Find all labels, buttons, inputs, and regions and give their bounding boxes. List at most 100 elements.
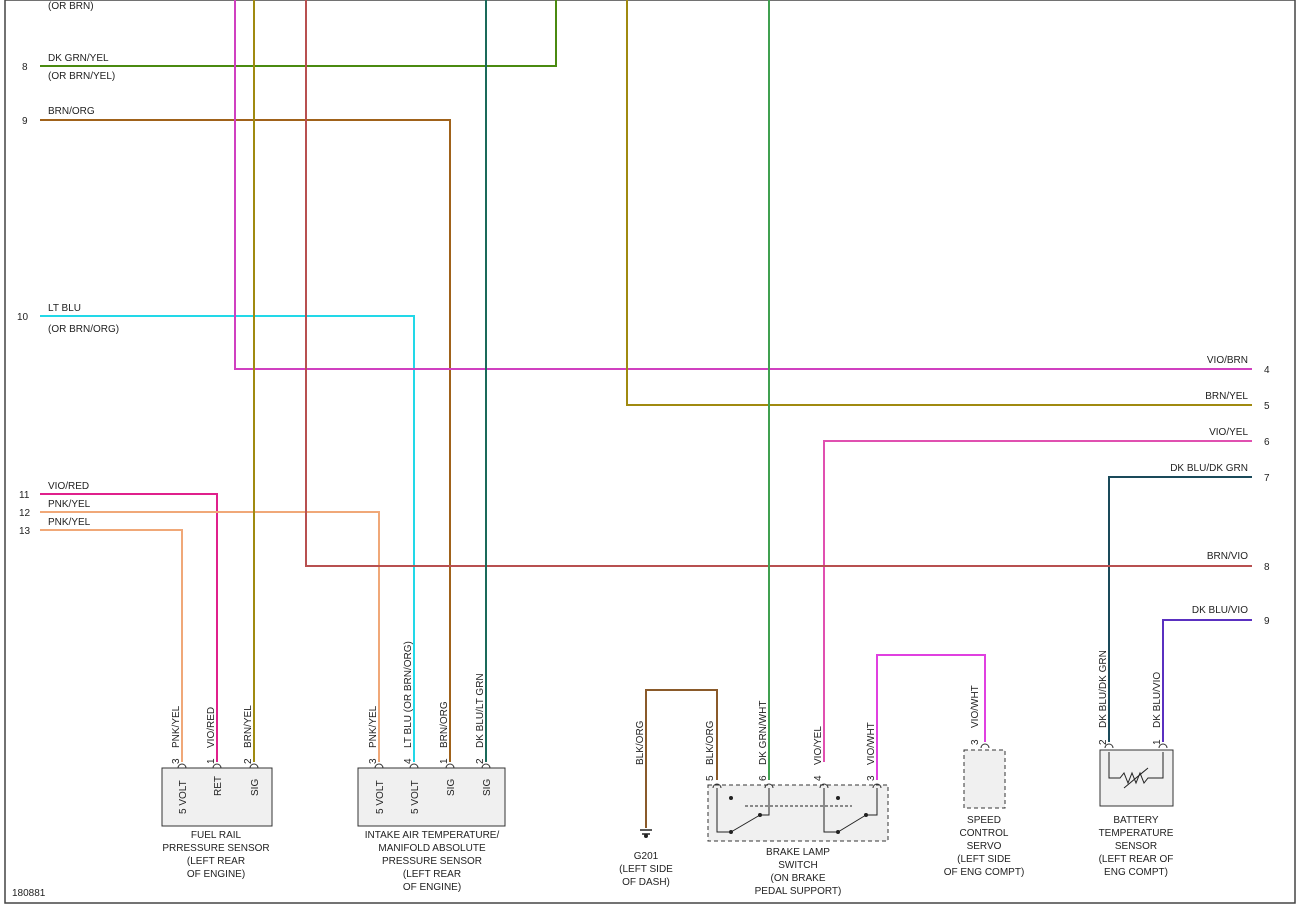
- wire-dk-blu-vio: [1162, 619, 1252, 742]
- pin-wire-label: LT BLU (OR BRN/ORG): [403, 641, 414, 748]
- pin-number: 3: [970, 739, 981, 745]
- pin-function: RET: [213, 776, 224, 796]
- terminal: [445, 763, 455, 769]
- switch-node: [864, 813, 868, 817]
- component-name: FUEL RAIL: [191, 830, 242, 841]
- switch-contact: [760, 788, 770, 816]
- wire-color-label: PNK/YEL: [48, 517, 91, 528]
- iat-map-sensor: PNK/YEL 3 LT BLU (OR BRN/ORG) 4 BRN/ORG …: [357, 641, 506, 893]
- switch-contact: [716, 788, 731, 833]
- ground-location: (LEFT SIDE: [619, 864, 673, 875]
- terminal: [481, 763, 491, 769]
- pin-number: 3: [171, 758, 182, 764]
- component-name: CONTROL: [960, 828, 1009, 839]
- pin-function: SIG: [250, 779, 261, 796]
- pin-number: 3: [866, 775, 877, 781]
- pin-number: 11: [19, 490, 30, 501]
- wire-color-label: DK BLU/VIO: [1192, 605, 1248, 616]
- terminal: [374, 763, 384, 769]
- pin-wire-label: VIO/WHT: [970, 685, 981, 728]
- component-location: OF ENG COMPT): [944, 867, 1025, 878]
- wire-alt-label: (OR BRN/YEL): [48, 71, 115, 82]
- wire-vio-red: [40, 493, 218, 762]
- switch-node: [729, 830, 733, 834]
- pin-number: 9: [1264, 616, 1270, 627]
- wire-color-label: PNK/YEL: [48, 499, 91, 510]
- pin-number: 6: [758, 775, 769, 781]
- pin-function: 5 VOLT: [375, 780, 386, 814]
- component-name: SPEED: [967, 815, 1001, 826]
- pin-wire-label: BLK/ORG: [705, 720, 716, 765]
- pin-number: 1: [206, 758, 217, 764]
- pin-number: 2: [475, 758, 486, 764]
- component-name: TEMPERATURE: [1099, 828, 1174, 839]
- wire-brn-yel-right: [626, 0, 1252, 406]
- component-name: BATTERY: [1113, 815, 1159, 826]
- wire-pnk-yel-12: [40, 511, 380, 762]
- switch-node: [836, 830, 840, 834]
- wire-color-label: VIO/YEL: [1209, 427, 1248, 438]
- pin-number: 13: [19, 526, 31, 537]
- pin-number: 1: [1152, 739, 1163, 745]
- pin-number: 4: [403, 758, 414, 764]
- switch-arm: [730, 814, 761, 833]
- pin-wire-label: DK GRN/WHT: [758, 701, 769, 765]
- pin-number: 9: [22, 116, 28, 127]
- component-name: MANIFOLD ABSOLUTE: [378, 843, 486, 854]
- pin-number: 12: [19, 508, 31, 519]
- wire-color-label: DK BLU/DK GRN: [1170, 463, 1248, 474]
- pin-number: 1: [439, 758, 450, 764]
- pin-wire-label: VIO/RED: [206, 707, 217, 748]
- thermistor-icon: [1108, 752, 1164, 785]
- switch-arm: [837, 814, 867, 833]
- thermistor-arrow: [1123, 767, 1149, 789]
- wire-dk-blu-dk-grn: [1108, 476, 1252, 742]
- component-location: (LEFT REAR: [187, 856, 245, 867]
- switch-node: [758, 813, 762, 817]
- pin-function: SIG: [446, 779, 457, 796]
- top-cut-label: (OR BRN): [48, 1, 94, 12]
- terminal: [980, 743, 990, 749]
- pin-number: 8: [1264, 562, 1270, 573]
- pin-wire-label: PNK/YEL: [171, 705, 182, 748]
- pin-wire-label: VIO/YEL: [813, 726, 824, 765]
- pin-number: 6: [1264, 437, 1270, 448]
- wire-color-label: VIO/BRN: [1207, 355, 1248, 366]
- terminal: [1104, 743, 1114, 749]
- wire-color-label: LT BLU: [48, 303, 81, 314]
- pin-function: 5 VOLT: [178, 780, 189, 814]
- ground-name: G201: [634, 851, 659, 862]
- wire-brn-vio: [305, 0, 1252, 567]
- terminal: [409, 763, 419, 769]
- switch-node: [729, 796, 733, 800]
- terminal: [249, 763, 259, 769]
- terminal: [1158, 743, 1168, 749]
- component-location: ENG COMPT): [1104, 867, 1168, 878]
- wire-blk-org: [645, 689, 718, 828]
- pin-number: 2: [1098, 739, 1109, 745]
- pin-number: 7: [1264, 473, 1270, 484]
- wire-color-label: BRN/YEL: [1205, 391, 1248, 402]
- wire-color-label: BRN/ORG: [48, 106, 95, 117]
- ground-wire-label: BLK/ORG: [635, 720, 646, 765]
- component-location: OF ENGINE): [403, 882, 461, 893]
- switch-node: [836, 796, 840, 800]
- ground-symbol: [644, 834, 648, 838]
- pin-wire-label: VIO/WHT: [866, 722, 877, 765]
- pin-number: 10: [17, 312, 29, 323]
- battery-temperature-sensor: DK BLU/DK GRN 2 DK BLU/VIO 1 BATTERY TEM…: [1098, 650, 1174, 878]
- servo-body: [963, 749, 1006, 809]
- pin-number: 5: [705, 775, 716, 781]
- switch-contact: [823, 788, 838, 833]
- ground-location: OF DASH): [622, 877, 670, 888]
- pin-number: 3: [368, 758, 379, 764]
- component-location: (LEFT SIDE: [957, 854, 1011, 865]
- wire-alt-label: (OR BRN/ORG): [48, 324, 119, 335]
- sensor-body: [161, 767, 273, 827]
- pin-wire-label: DK BLU/VIO: [1152, 672, 1163, 728]
- component-location: (LEFT REAR: [403, 869, 461, 880]
- brake-lamp-switch: BLK/ORG 5 DK GRN/WHT 6 VIO/YEL 4 VIO/WHT…: [705, 701, 889, 897]
- wire-pnk-yel-13: [40, 529, 183, 762]
- component-name: PRESSURE SENSOR: [382, 856, 482, 867]
- pin-wire-label: DK BLU/LT GRN: [475, 673, 486, 748]
